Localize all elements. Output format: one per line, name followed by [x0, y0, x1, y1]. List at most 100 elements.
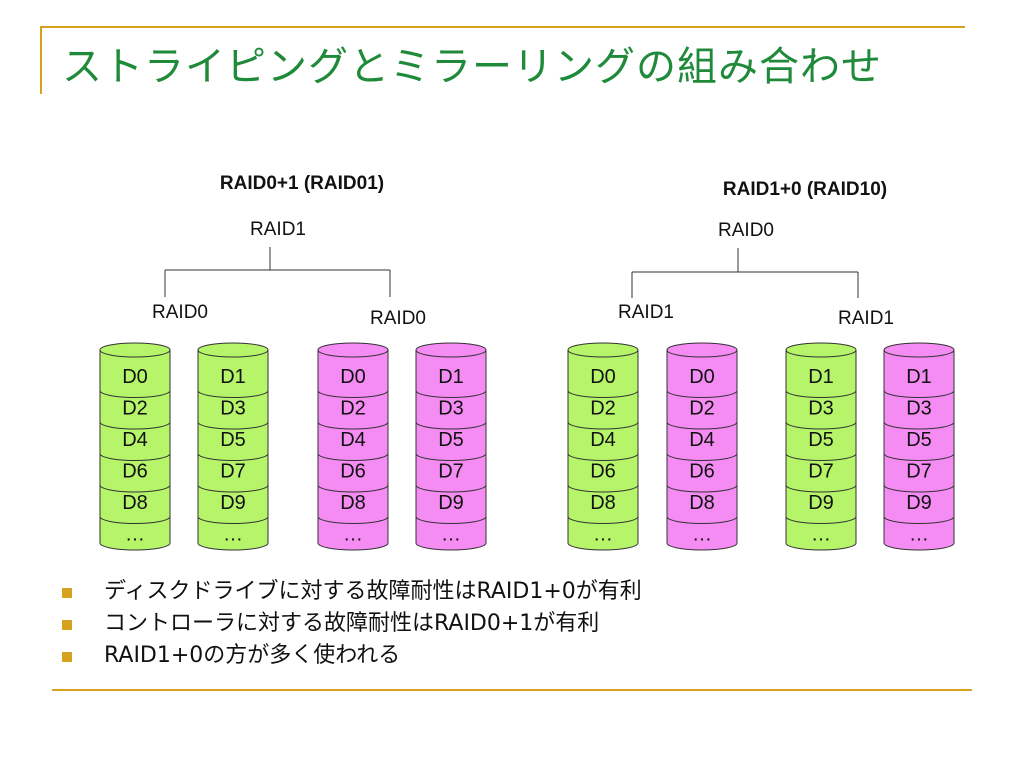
disk-block-label: …: [692, 523, 712, 545]
disk-block-label: …: [343, 523, 363, 545]
group-label: RAID0: [152, 302, 208, 323]
disk-block-label: D0: [122, 366, 148, 388]
disk-block-label: D9: [808, 492, 834, 514]
group-label: RAID1: [618, 302, 674, 323]
disk-body: [883, 350, 955, 551]
disk-block-label: D3: [220, 397, 246, 419]
disk-block-label: D2: [340, 397, 366, 419]
disk-block-label: D2: [689, 397, 715, 419]
disk-top: [883, 342, 955, 358]
disk-top: [785, 342, 857, 358]
disk-block-label: D1: [438, 366, 464, 388]
disk-block-label: D7: [438, 460, 464, 482]
disk-block-label: …: [909, 523, 929, 545]
disk-segment-line: [317, 390, 389, 398]
disk-segment-line: [883, 421, 955, 430]
disk-block-label: D4: [689, 429, 715, 451]
disk-segment-line: [785, 453, 857, 461]
disk-segment-line: [883, 390, 955, 398]
disk-block-label: D8: [340, 492, 366, 514]
disk-block-label: D4: [590, 429, 616, 451]
disk-top: [666, 342, 738, 358]
disk-block-label: D5: [438, 429, 464, 451]
disk-segment-line: [785, 390, 857, 398]
disk-block-label: D1: [220, 366, 246, 388]
disk-top: [567, 342, 639, 358]
disk-block-label: D9: [906, 492, 932, 514]
disk-segment-line: [197, 421, 269, 430]
disk-segment-line: [567, 516, 639, 524]
disk-block-label: D4: [122, 429, 148, 451]
disk-block-label: D9: [220, 492, 246, 514]
disk-block-label: …: [441, 523, 461, 545]
disk-body: [317, 350, 389, 551]
disk-block-label: D5: [906, 429, 932, 451]
disk-block-label: D2: [590, 397, 616, 419]
disk-segment-line: [99, 516, 171, 524]
disk-segment-line: [415, 390, 487, 398]
disk-segment-line: [883, 453, 955, 461]
disk-block-label: D8: [689, 492, 715, 514]
disk-block-label: …: [125, 523, 145, 545]
disk-segment-line: [99, 453, 171, 461]
disk-segment-line: [197, 453, 269, 461]
disk-top: [197, 342, 269, 358]
disk-segment-line: [317, 516, 389, 524]
left-rule: [40, 26, 42, 94]
disk-block-label: D4: [340, 429, 366, 451]
top-rule: [40, 26, 965, 28]
disk-segment-line: [567, 453, 639, 461]
disk-block-label: D6: [590, 460, 616, 482]
disk-block-label: D8: [122, 492, 148, 514]
disk-block-label: D3: [438, 397, 464, 419]
disk-segment-line: [317, 484, 389, 493]
disk-segment-line: [883, 516, 955, 524]
disk-segment-line: [99, 421, 171, 430]
bullet-square-icon: [62, 620, 72, 630]
group-label: RAID0: [370, 308, 426, 329]
disk-body: [415, 350, 487, 551]
disk-segment-line: [567, 421, 639, 430]
diagram-heading: RAID0+1 (RAID01): [220, 173, 384, 194]
disk-block-label: D7: [220, 460, 246, 482]
disk-segment-line: [99, 484, 171, 493]
disk-segment-line: [785, 516, 857, 524]
bottom-rule: [52, 689, 972, 691]
disk-top: [415, 342, 487, 358]
disk-body: [197, 350, 269, 551]
disk-segment-line: [567, 390, 639, 398]
disk-segment-line: [197, 390, 269, 398]
disk-segment-line: [197, 516, 269, 524]
diagram-heading: RAID1+0 (RAID10): [723, 179, 887, 200]
disk-block-label: …: [593, 523, 613, 545]
bullet-square-icon: [62, 588, 72, 598]
disk-segment-line: [666, 453, 738, 461]
group-label: RAID1: [838, 308, 894, 329]
bullet-text: RAID1+0の方が多く使われる: [104, 643, 401, 668]
disk-block-label: D1: [808, 366, 834, 388]
disk-block-label: D0: [689, 366, 715, 388]
disk-body: [99, 350, 171, 551]
disk-block-label: D8: [590, 492, 616, 514]
disk-segment-line: [785, 421, 857, 430]
tree-root-label: RAID1: [250, 219, 306, 240]
slide-title: ストライピングとミラーリングの組み合わせ: [62, 44, 882, 90]
disk-block-label: D6: [340, 460, 366, 482]
disk-segment-line: [415, 421, 487, 430]
disk-segment-line: [317, 421, 389, 430]
disk-block-label: D5: [808, 429, 834, 451]
disk-body: [567, 350, 639, 551]
disk-block-label: D5: [220, 429, 246, 451]
bullet-text: ディスクドライブに対する故障耐性はRAID1+0が有利: [104, 579, 642, 604]
disk-block-label: D9: [438, 492, 464, 514]
disk-body: [785, 350, 857, 551]
bullet-text: コントローラに対する故障耐性はRAID0+1が有利: [104, 611, 600, 636]
disk-block-label: …: [223, 523, 243, 545]
disk-segment-line: [785, 484, 857, 493]
disk-block-label: D6: [122, 460, 148, 482]
disk-segment-line: [883, 484, 955, 493]
disk-block-label: D1: [906, 366, 932, 388]
tree-root-label: RAID0: [718, 220, 774, 241]
disk-segment-line: [666, 390, 738, 398]
disk-segment-line: [415, 453, 487, 461]
